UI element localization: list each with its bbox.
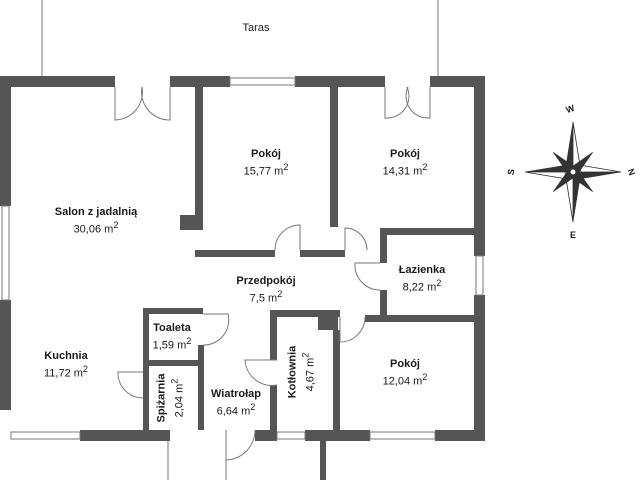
entry-porch — [167, 441, 227, 480]
room-label-wiatrolap: Wiatrołap 6,64 m2 — [211, 388, 261, 419]
room-name: Pokój — [390, 148, 420, 160]
room-label-lazienka: Łazienka 8,22 m2 — [399, 264, 445, 295]
outer-walls — [0, 76, 485, 480]
room-area: 7,5 m2 — [249, 289, 283, 305]
room-label-kuchnia: Kuchnia 11,72 m2 — [44, 350, 88, 381]
room-label-salon: Salon z jadalnią 30,06 m2 — [55, 206, 138, 237]
room-area: 2,04 m2 — [169, 378, 186, 418]
room-label-pokoj-1: Pokój 15,77 m2 — [244, 148, 289, 179]
room-name: Przedpokój — [236, 275, 296, 287]
room-name: Pokój — [251, 148, 281, 160]
compass-e: E — [570, 230, 577, 240]
room-area: 4,67 m2 — [300, 352, 317, 392]
room-label-pokoj-3: Pokój 12,04 m2 — [383, 358, 428, 389]
room-name: Wiatrołap — [210, 388, 262, 400]
terrace-label: Taras — [242, 22, 270, 34]
interior-walls — [143, 87, 480, 430]
room-label-pokoj-2: Pokój 14,31 m2 — [383, 148, 428, 179]
room-name: Salon z jadalnią — [54, 206, 138, 218]
room-area: 30,06 m2 — [73, 220, 119, 236]
room-area: 14,31 m2 — [382, 162, 428, 178]
room-area: 15,77 m2 — [243, 162, 289, 178]
room-area: 12,04 m2 — [382, 372, 428, 388]
room-area: 1,59 m2 — [152, 336, 192, 352]
room-name: Pokój — [390, 358, 420, 370]
terrace-outline — [41, 0, 439, 76]
room-area: 11,72 m2 — [43, 364, 89, 380]
compass-rose — [524, 121, 622, 223]
room-name: Spiżarnia — [155, 373, 168, 423]
room-name: Łazienka — [398, 264, 446, 276]
room-name: Toaleta — [153, 322, 191, 334]
room-name: Kuchnia — [44, 350, 88, 362]
windows — [1, 77, 484, 440]
room-label-toaleta: Toaleta 1,59 m2 — [153, 322, 192, 353]
door-swings — [114, 86, 431, 461]
room-area: 6,64 m2 — [216, 402, 256, 418]
room-name: Kotłownia — [286, 345, 299, 399]
room-area: 8,22 m2 — [402, 278, 442, 294]
room-label-przedpokoj: Przedpokój 7,5 m2 — [236, 275, 295, 306]
room-label-spizarnia: Spiżarnia 2,04 m2 — [156, 374, 187, 423]
room-label-kotlownia: Kotłownia 4,67 m2 — [287, 346, 318, 399]
